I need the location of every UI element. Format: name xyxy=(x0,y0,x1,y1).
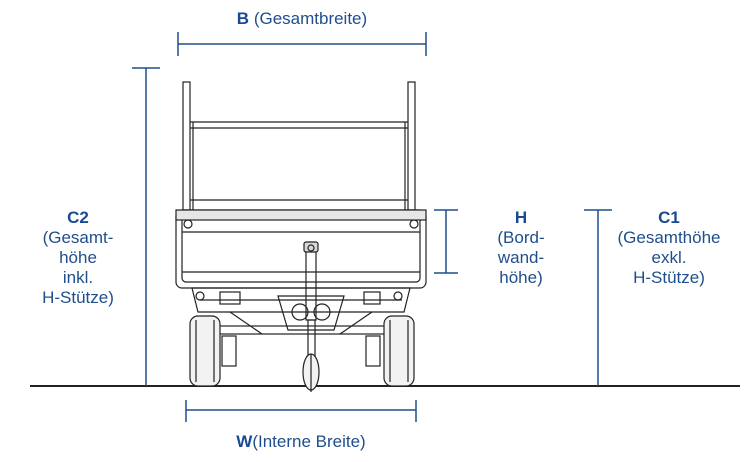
trailer-rear-view xyxy=(175,81,427,392)
label-H-line: höhe) xyxy=(499,268,543,287)
left-wheel xyxy=(189,315,221,387)
label-H-code: H xyxy=(514,208,528,227)
dimension-lines xyxy=(132,32,612,422)
label-B: B (Gesamtbreite) xyxy=(200,9,404,29)
label-B-code: B xyxy=(236,9,250,28)
label-C2-line: höhe xyxy=(59,248,97,267)
label-C1-code: C1 xyxy=(658,208,680,227)
chassis xyxy=(191,287,411,313)
label-C1-line: H-Stütze) xyxy=(633,268,705,287)
label-C1-line: exkl. xyxy=(651,248,687,267)
label-H: H (Bord- wand- höhe) xyxy=(476,208,566,288)
label-H-line: wand- xyxy=(497,248,545,267)
left-post xyxy=(182,81,191,211)
right-post xyxy=(407,81,416,211)
label-W-code: W xyxy=(236,432,253,451)
label-C1-line: (Gesamthöhe xyxy=(617,228,721,247)
label-H-line: (Bord- xyxy=(497,228,545,247)
label-C2: C2 (Gesamt- höhe inkl. H-Stütze) xyxy=(26,208,130,308)
label-C2-line: inkl. xyxy=(62,268,94,287)
right-wheel xyxy=(383,315,415,387)
label-B-text: (Gesamtbreite) xyxy=(253,9,368,28)
label-C2-line: H-Stütze) xyxy=(42,288,114,307)
tipper-box xyxy=(175,209,427,289)
label-W-text: (Interne Breite) xyxy=(252,432,366,451)
label-C1: C1 (Gesamthöhe exkl. H-Stütze) xyxy=(596,208,742,288)
label-W: W(Interne Breite) xyxy=(186,432,416,452)
label-C2-line: (Gesamt- xyxy=(42,228,114,247)
label-C2-code: C2 xyxy=(67,208,89,227)
